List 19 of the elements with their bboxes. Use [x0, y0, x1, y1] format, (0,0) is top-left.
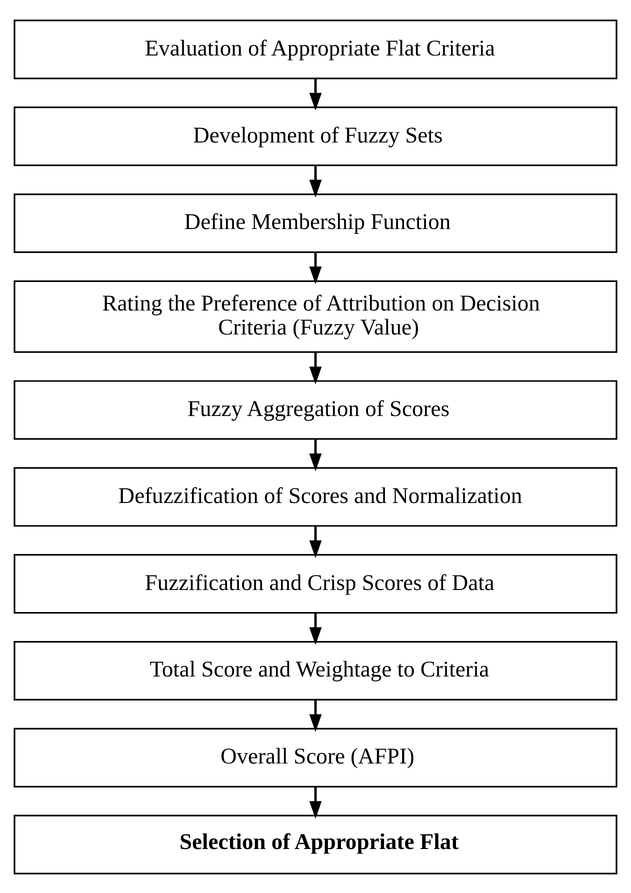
arrow: [309, 438, 322, 471]
arrow: [309, 352, 322, 384]
node-box: Selection of Appropriate Flat: [14, 814, 618, 874]
node-box: Evaluation of Appropriate Flat Criteria: [14, 19, 618, 79]
node-box: Rating the Preference of Attribution on Decision Criteria (Fuzzy Value): [14, 280, 618, 352]
arrow: [309, 164, 322, 198]
arrow: [309, 786, 322, 818]
arrow: [309, 612, 322, 645]
arrow: [309, 252, 322, 284]
arrow: [309, 525, 322, 558]
arrow: [309, 78, 322, 110]
node-box: Fuzzification and Crisp Scores of Data: [14, 554, 618, 614]
node-box: Defuzzification of Scores and Normalization: [14, 466, 618, 526]
node-box: Development of Fuzzy Sets: [14, 106, 618, 166]
node-box: Total Score and Weightage to Criteria: [14, 640, 618, 700]
node-box: Define Membership Function: [14, 192, 618, 253]
arrow: [309, 699, 322, 732]
node-box: Overall Score (AFPI): [14, 727, 618, 787]
node-box: Fuzzy Aggregation of Scores: [14, 380, 618, 440]
